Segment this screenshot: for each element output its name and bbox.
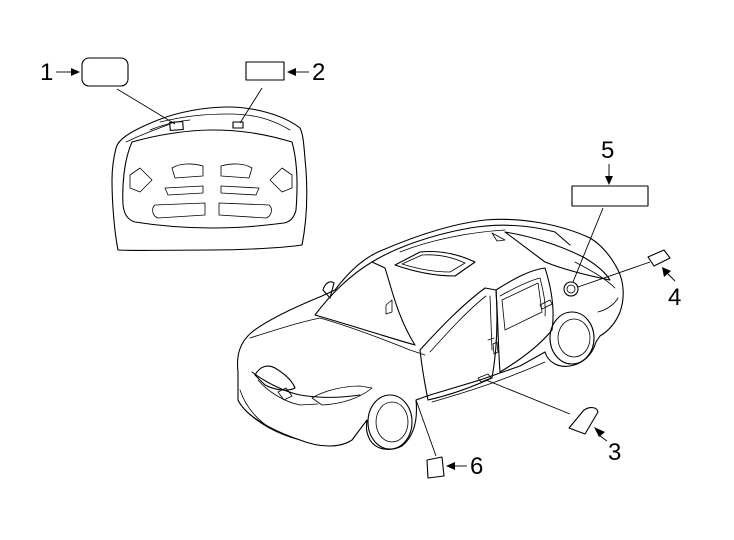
callout-2: 2 <box>287 59 325 86</box>
callout-5: 5 <box>601 137 614 185</box>
part-5-label <box>571 185 649 283</box>
sedan-body <box>236 218 624 450</box>
callout-4: 4 <box>662 267 681 311</box>
callout-3-number: 3 <box>608 439 621 466</box>
callout-2-number: 2 <box>312 59 325 86</box>
callout-5-number: 5 <box>601 137 614 164</box>
hood-panel <box>111 106 308 251</box>
part-2-label <box>239 61 285 124</box>
callout-4-number: 4 <box>668 284 681 311</box>
callout-6-number: 6 <box>470 453 483 480</box>
callout-6: 6 <box>446 453 483 480</box>
callout-1-number: 1 <box>40 59 53 86</box>
callout-3: 3 <box>594 427 621 466</box>
part-4-label <box>577 249 671 288</box>
part-3-label <box>485 379 599 435</box>
callout-1: 1 <box>40 59 80 86</box>
part-6-label <box>415 399 445 479</box>
part-1-label <box>81 57 176 125</box>
